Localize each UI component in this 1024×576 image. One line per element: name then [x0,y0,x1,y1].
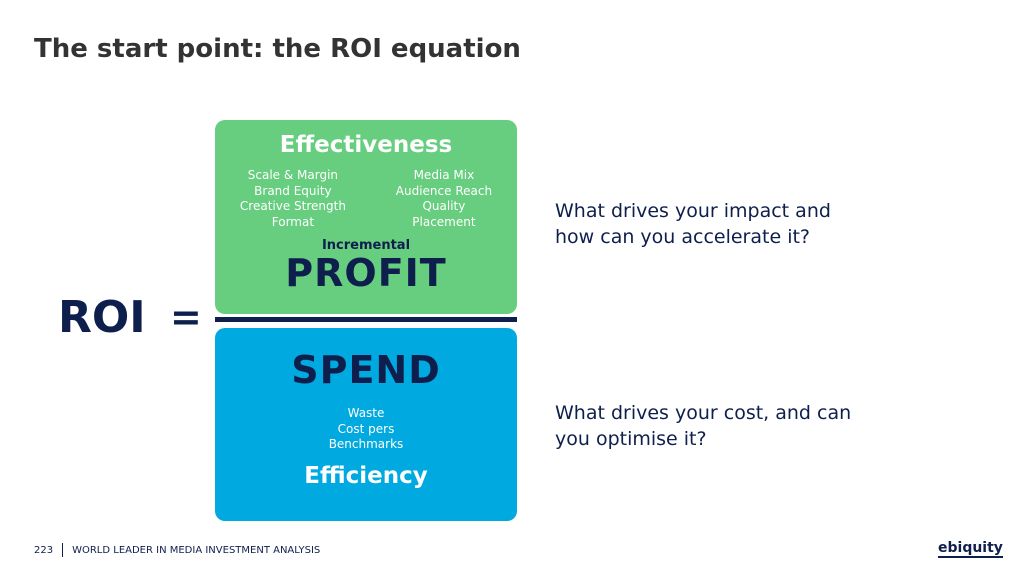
effectiveness-heading: Effectiveness [279,132,453,158]
list-item: Benchmarks [328,437,404,451]
footer-tagline: WORLD LEADER IN MEDIA INVESTMENT ANALYSI… [72,544,321,556]
spend-box: SPEND Waste Cost pers Benchmarks Efficie… [215,328,517,521]
list-item: Placement [412,214,476,229]
list-item: Creative Strength [239,199,346,213]
slide-title: The start point: the ROI equation [34,34,521,64]
list-item: Media Mix [413,168,475,182]
roi-label: ROI [58,292,146,343]
fraction-bar [215,317,517,322]
effectiveness-left-list: Scale & Margin Brand Equity Creative Str… [240,168,346,230]
list-item: Brand Equity [254,183,332,198]
footer: 223 WORLD LEADER IN MEDIA INVESTMENT ANA… [34,543,320,557]
page-number: 223 [34,544,54,556]
equals-sign: = [170,295,202,339]
list-item: Scale & Margin [247,168,339,182]
ebiquity-logo: ebiquity [938,540,1003,558]
footer-divider [62,543,64,557]
list-item: Cost pers [337,421,395,436]
list-item: Audience Reach [395,183,493,198]
list-item: Waste [347,406,385,420]
list-item: Format [271,214,315,229]
incremental-label: Incremental [321,238,411,253]
efficiency-heading: Efficiency [304,462,428,489]
list-item: Quality [422,199,466,213]
impact-question: What drives your impact and how can you … [555,200,831,248]
effectiveness-box: Effectiveness Scale & Margin Brand Equit… [215,120,517,314]
effectiveness-right-list: Media Mix Audience Reach Quality Placeme… [396,168,492,230]
profit-label: PROFIT [285,251,447,295]
cost-question: What drives your cost, and can you optim… [555,402,852,450]
spend-label: SPEND [291,348,441,392]
